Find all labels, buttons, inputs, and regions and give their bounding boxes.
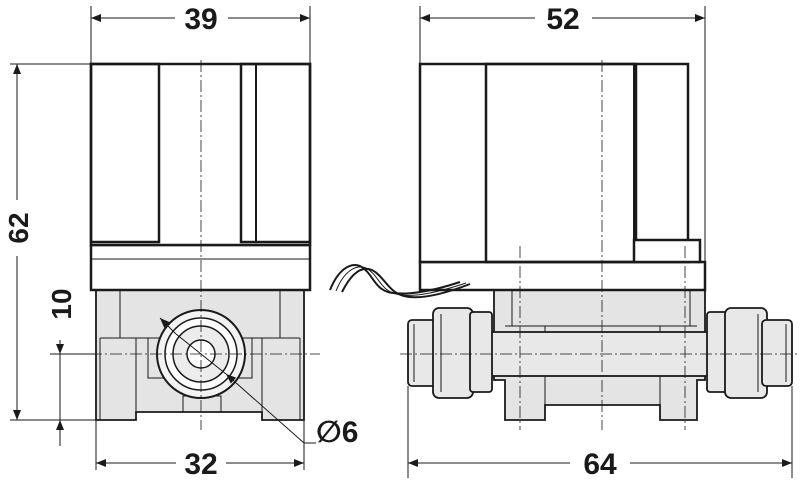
dim-52-label: 52	[546, 3, 579, 36]
dim-62-label: 62	[3, 212, 34, 243]
right-view: 52 64	[329, 3, 800, 481]
dim-diameter-6-label: ∅6	[316, 416, 358, 449]
dim-62: 62	[3, 64, 34, 420]
dim-39: 39	[91, 3, 310, 36]
dim-52: 52	[420, 3, 705, 36]
dim-10: 10	[46, 288, 77, 446]
dim-32: 32	[96, 448, 304, 481]
dim-diameter-6: ∅6	[159, 317, 358, 449]
dim-64-label: 64	[583, 448, 617, 481]
right-coil	[418, 62, 702, 264]
dim-64: 64	[408, 448, 792, 481]
dim-39-label: 39	[184, 3, 217, 36]
dim-10-label: 10	[46, 288, 77, 319]
right-right-fitting	[706, 307, 793, 399]
right-wires	[329, 264, 471, 299]
left-view: 39 62 10 32 ∅6	[3, 3, 358, 481]
dim-32-label: 32	[184, 448, 217, 481]
right-left-fitting	[407, 307, 493, 399]
left-coil	[89, 62, 312, 247]
left-flange	[89, 243, 312, 292]
